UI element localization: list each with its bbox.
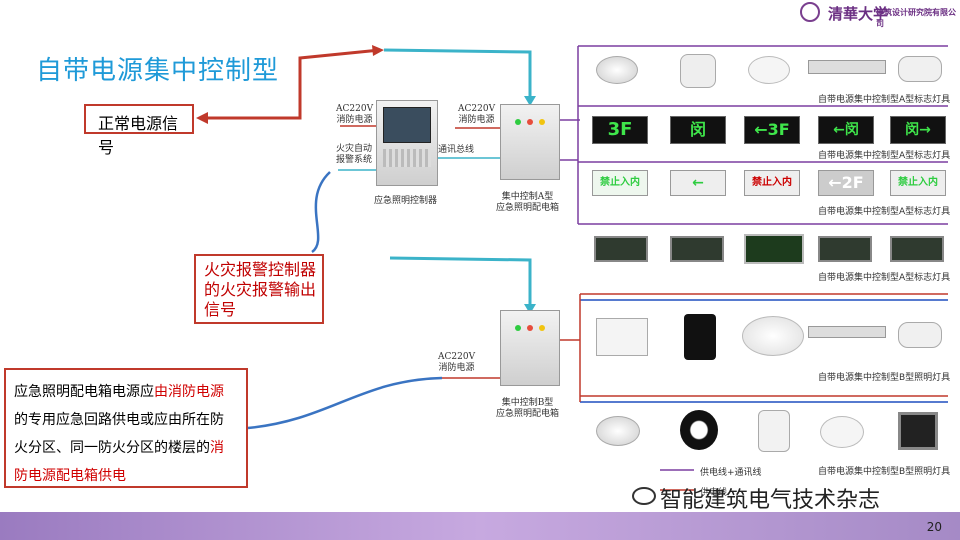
floor-sign-icon-4 xyxy=(890,236,944,262)
normal-power-label: 正常电源信号 xyxy=(98,114,179,157)
row2-label: 自带电源集中控制型A型标志灯具 xyxy=(818,151,951,161)
normal-power-signal-box: 正常电源信号 xyxy=(84,104,194,157)
ceiling-dome-light-icon xyxy=(742,316,804,356)
sign-arrow: ← xyxy=(670,170,726,196)
fire-auto-label: 火灾自动报警系统 xyxy=(336,144,373,165)
blue-curve-1 xyxy=(311,171,331,254)
arrow-head-icon xyxy=(196,112,208,124)
exit-sign-icon xyxy=(744,234,804,264)
sign-no-entry-1: 禁止入内 xyxy=(592,170,648,196)
sign-no-entry-3: 禁止入内 xyxy=(890,170,946,196)
floor-sign-icon-1 xyxy=(594,236,648,262)
distribution-box-a xyxy=(500,104,560,180)
ceiling-light-icon xyxy=(748,56,790,84)
sign-left-exit: ←闵 xyxy=(818,116,874,144)
twin-head-light-icon xyxy=(898,56,942,82)
box-b-label: 集中控制B型应急照明配电箱 xyxy=(496,398,560,419)
page-number: 20 xyxy=(926,520,942,534)
fire-alarm-line-3: 信号 xyxy=(204,300,237,319)
downlight-icon xyxy=(596,56,638,84)
teal-line-top xyxy=(383,48,532,102)
university-seal-icon xyxy=(800,2,820,22)
note-text-1: 应急照明配电箱电源应 xyxy=(14,384,154,400)
note-text-5: 消 xyxy=(210,440,224,456)
blue-curve-2 xyxy=(247,376,443,430)
teal-line-mid xyxy=(389,256,532,310)
fire-alarm-line-1: 火灾报警控制器 xyxy=(204,260,317,279)
box-a-label: 集中控制A型应急照明配电箱 xyxy=(496,192,560,213)
floor-sign-icon-3 xyxy=(818,236,872,262)
legend-power: 供电线 xyxy=(700,488,728,498)
floor-sign-icon-2 xyxy=(670,236,724,262)
note-text-4: 火分区、同一防火分区的楼层的 xyxy=(14,440,210,456)
emergency-lighting-controller xyxy=(376,100,438,186)
surface-spotlight-icon xyxy=(758,410,790,452)
sign-left-3f: ←3F xyxy=(744,116,800,144)
fire-alarm-line-2: 的火灾报警输出 xyxy=(204,280,317,299)
row3-label: 自带电源集中控制型A型标志灯具 xyxy=(818,207,951,217)
spotlight-icon xyxy=(680,54,716,88)
downlight-icon-b xyxy=(596,416,640,446)
bus-label: 通讯总线 xyxy=(438,145,475,155)
round-ceiling-light-icon xyxy=(820,416,864,448)
logo-name: 清華大学 xyxy=(828,5,889,23)
note-text-2: 由消防电源 xyxy=(154,384,224,400)
sign-no-entry-2: 禁止入内 xyxy=(744,170,800,196)
legend-power-comm: 供电线+通讯线 xyxy=(700,468,762,478)
normal-signal-arrow xyxy=(200,48,381,120)
recessed-spotlight-icon xyxy=(680,410,718,450)
logo-subtitle: 建筑设计研究院有限公司 xyxy=(876,8,956,28)
fire-alarm-box: 火灾报警控制器 的火灾报警输出 信号 xyxy=(194,254,324,324)
power-note-box: 应急照明配电箱电源应由消防电源 的专用应急回路供电或应由所在防 火分区、同一防火… xyxy=(4,368,248,488)
footer-band xyxy=(0,512,960,540)
row4-label: 自带电源集中控制型A型标志灯具 xyxy=(818,273,951,283)
floodlight-icon xyxy=(898,412,938,450)
row5-label: 自带电源集中控制型B型照明灯具 xyxy=(818,373,951,383)
watermark: 智能建筑电气技术杂志 xyxy=(660,488,881,513)
tube-light-icon-b xyxy=(808,326,886,338)
note-text-3: 的专用应急回路供电或应由所在防 xyxy=(14,412,224,428)
tube-light-icon xyxy=(808,60,886,74)
double-spotlight-icon xyxy=(596,318,648,356)
page-title: 自带电源集中控制型 xyxy=(36,56,280,86)
row6-label: 自带电源集中控制型B型照明灯具 xyxy=(818,467,951,477)
sign-left-2f: ←2F xyxy=(818,170,874,196)
sign-3f: 3F xyxy=(592,116,648,144)
twin-head-light-icon-b xyxy=(898,322,942,348)
distribution-box-b xyxy=(500,310,560,386)
sign-exit-right: 闵→ xyxy=(890,116,946,144)
sign-exit: 闵 xyxy=(670,116,726,144)
wechat-icon xyxy=(632,487,656,505)
row1-label: 自带电源集中控制型A型标志灯具 xyxy=(818,95,951,105)
cylinder-downlight-icon xyxy=(684,314,716,360)
note-text-6: 防电源配电箱供电 xyxy=(14,468,126,484)
controller-label: 应急照明控制器 xyxy=(374,196,438,206)
